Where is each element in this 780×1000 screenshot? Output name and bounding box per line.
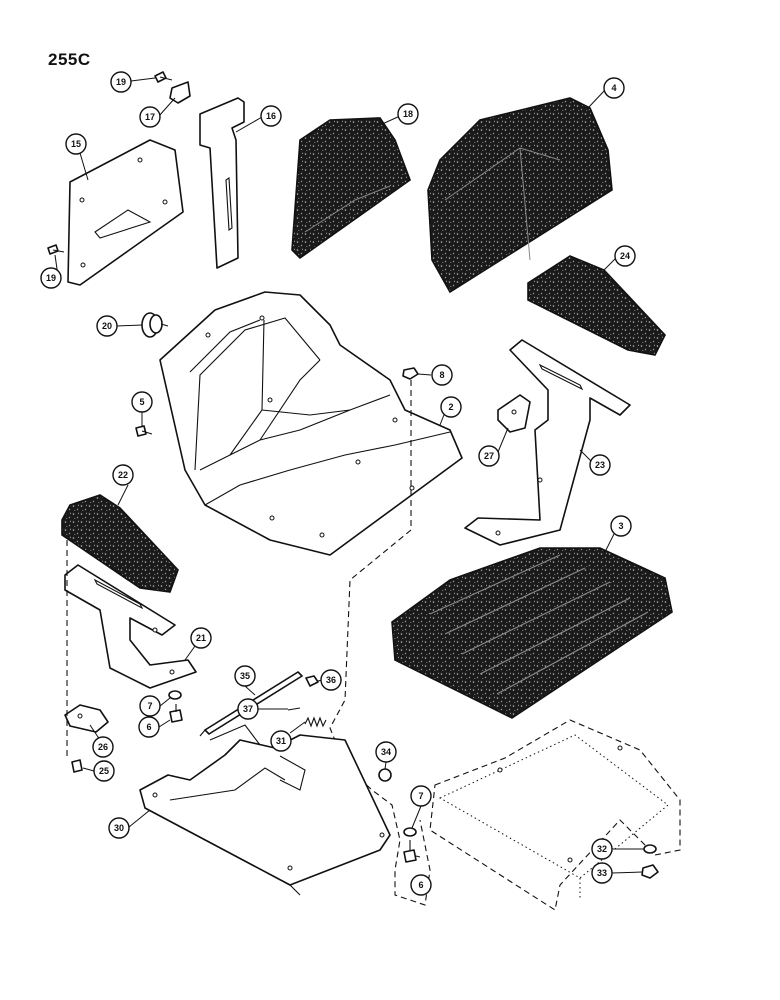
callout-30: 30: [108, 817, 130, 839]
back-cushion-4: [427, 97, 613, 294]
callout-6-right: 6: [410, 874, 432, 896]
clip-17: [169, 81, 191, 104]
svg-text:5: 5: [139, 397, 144, 407]
slide-base-30: [139, 724, 391, 896]
svg-text:23: 23: [595, 460, 605, 470]
seat-pan-2: [159, 291, 463, 556]
slotted-bracket-16: [199, 97, 245, 269]
svg-text:34: 34: [381, 747, 391, 757]
callout-32: 32: [591, 838, 613, 860]
svg-text:3: 3: [618, 521, 623, 531]
callout-18: 18: [397, 103, 419, 125]
callout-4: 4: [603, 77, 625, 99]
svg-text:20: 20: [102, 321, 112, 331]
svg-text:27: 27: [484, 451, 494, 461]
callout-26: 26: [92, 736, 114, 758]
callout-17: 17: [139, 106, 161, 128]
svg-text:6: 6: [146, 722, 151, 732]
adjust-knob-20: [141, 312, 169, 338]
callout-5: 5: [131, 391, 153, 413]
side-panel-15: [67, 139, 184, 286]
washer-32: [643, 844, 657, 854]
callout-21: 21: [190, 627, 212, 649]
callout-27: 27: [478, 445, 500, 467]
svg-text:15: 15: [71, 139, 81, 149]
spring-31: [304, 716, 327, 728]
bracket-27: [497, 394, 531, 433]
screw-19-lower: [47, 244, 65, 255]
callout-35: 35: [234, 665, 256, 687]
pin-37: [287, 707, 301, 711]
svg-text:30: 30: [114, 823, 124, 833]
bracket-26: [64, 704, 109, 733]
svg-text:31: 31: [276, 736, 286, 746]
svg-text:22: 22: [118, 470, 128, 480]
svg-text:16: 16: [266, 111, 276, 121]
armrest-bracket-23: [464, 339, 631, 546]
callout-7-right: 7: [410, 785, 432, 807]
svg-text:25: 25: [99, 766, 109, 776]
armrest-pad-22: [61, 494, 179, 593]
callout-2: 2: [440, 396, 462, 418]
callout-19-lower: 19: [40, 267, 62, 289]
callout-33: 33: [591, 862, 613, 884]
svg-text:19: 19: [46, 273, 56, 283]
svg-text:33: 33: [597, 868, 607, 878]
svg-text:7: 7: [147, 701, 152, 711]
page-code: 255C: [48, 50, 91, 69]
callout-7-left: 7: [139, 695, 161, 717]
svg-text:8: 8: [439, 370, 444, 380]
seat-base-frame: [429, 719, 681, 911]
callout-36: 36: [320, 669, 342, 691]
callout-25: 25: [93, 760, 115, 782]
nut-36: [305, 675, 319, 687]
svg-text:19: 19: [116, 77, 126, 87]
svg-text:24: 24: [620, 251, 630, 261]
callout-3: 3: [610, 515, 632, 537]
svg-text:18: 18: [403, 109, 413, 119]
ball-34: [378, 768, 392, 782]
back-cushion-18: [291, 117, 411, 260]
callout-19-top: 19: [110, 71, 132, 93]
armrest-bracket-21: [64, 564, 197, 689]
callout-22: 22: [112, 464, 134, 486]
callout-31: 31: [270, 730, 292, 752]
screw-19-top: [154, 71, 173, 83]
svg-text:17: 17: [145, 112, 155, 122]
svg-text:36: 36: [326, 675, 336, 685]
callout-20: 20: [96, 315, 118, 337]
svg-text:35: 35: [240, 671, 250, 681]
callout-34: 34: [375, 741, 397, 763]
washer-7-right: [403, 827, 417, 837]
svg-text:37: 37: [243, 704, 253, 714]
washer-7-left: [168, 690, 182, 700]
svg-text:2: 2: [448, 402, 453, 412]
callout-8: 8: [431, 364, 453, 386]
callout-6-left: 6: [138, 716, 160, 738]
callout-24: 24: [614, 245, 636, 267]
callout-37: 37: [237, 698, 259, 720]
bolt-5: [135, 425, 153, 437]
bolt-6-left: [169, 704, 183, 723]
svg-text:4: 4: [611, 83, 616, 93]
svg-text:32: 32: [597, 844, 607, 854]
svg-text:6: 6: [418, 880, 423, 890]
alignment-lines: [66, 380, 431, 906]
callout-15: 15: [65, 133, 87, 155]
nut-8: [402, 367, 419, 380]
callout-16: 16: [260, 105, 282, 127]
svg-text:21: 21: [196, 633, 206, 643]
seat-cushion-3: [391, 547, 673, 719]
callout-23: 23: [589, 454, 611, 476]
svg-text:26: 26: [98, 742, 108, 752]
bolt-6-right: [403, 840, 417, 863]
nut-33: [641, 864, 659, 879]
svg-text:7: 7: [418, 791, 423, 801]
screw-25: [71, 759, 83, 773]
armrest-pad-24: [527, 255, 666, 356]
